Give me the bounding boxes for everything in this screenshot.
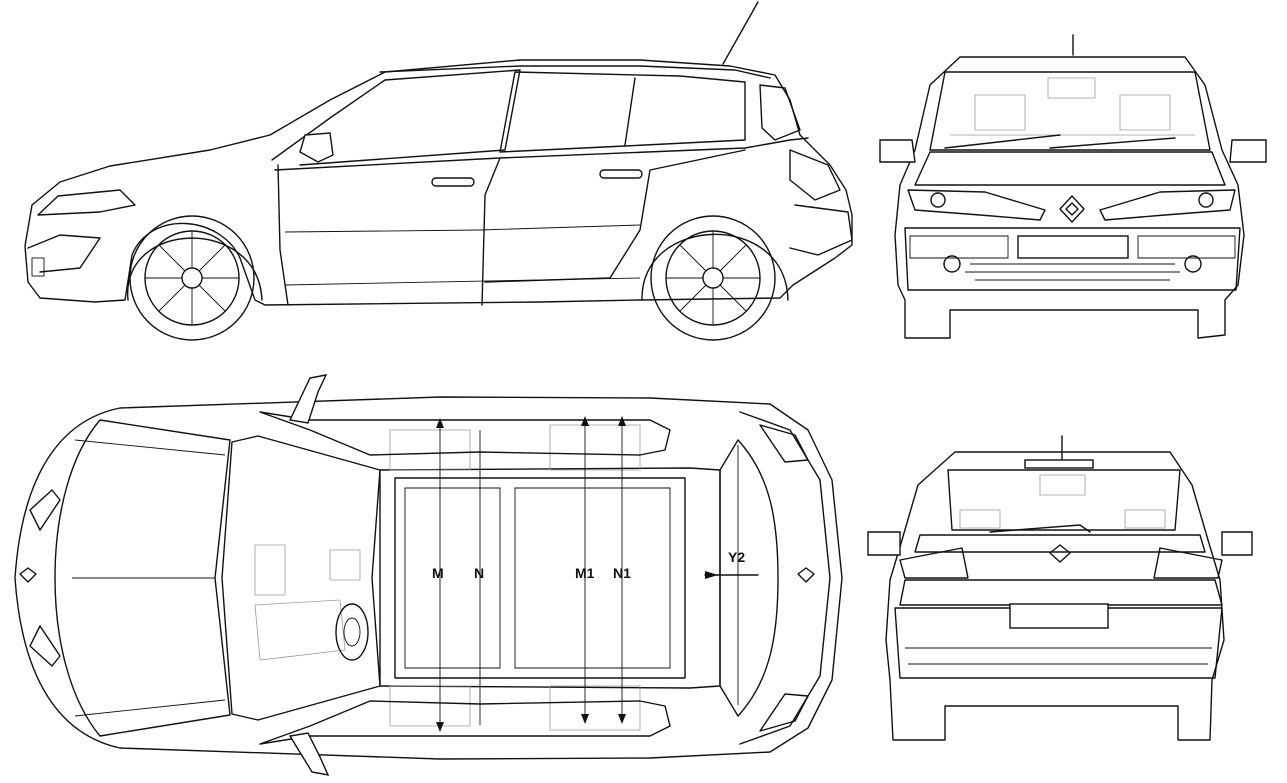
top-rear-vent-lower [759, 693, 809, 732]
front-bumper [904, 227, 1241, 291]
side-quarter-window [759, 84, 801, 141]
top-rear-window [719, 439, 779, 717]
top-upper-mirror [288, 374, 328, 424]
front-license-plate [1017, 235, 1129, 259]
side-mirror [299, 132, 334, 163]
side-front-handle [431, 177, 475, 187]
front-grille-right [1137, 235, 1236, 259]
top-dimension-lines [436, 416, 759, 732]
top-rear-vent-upper [759, 424, 809, 463]
rear-right-tail-light [1153, 547, 1223, 579]
front-body-outline [894, 56, 1245, 339]
front-seats [950, 77, 1195, 136]
top-body-outline [14, 396, 843, 760]
side-rear-handle [599, 169, 643, 179]
rear-window [947, 469, 1181, 531]
rear-wiper [989, 524, 1091, 533]
side-headlight [37, 189, 136, 216]
dim-label-m1: M1 [575, 565, 595, 581]
rear-spoiler-line [914, 534, 1206, 553]
side-rear-arch [641, 233, 789, 301]
top-hood-lines [72, 439, 226, 717]
side-roof-line [379, 65, 771, 79]
front-left-headlight [907, 189, 1046, 221]
dim-label-y2: Y2 [728, 549, 745, 565]
rear-headrests [959, 474, 1166, 529]
front-wipers [944, 134, 1176, 149]
front-windshield [929, 71, 1211, 151]
top-steering-wheel [335, 603, 369, 661]
side-fog-vent [31, 257, 45, 277]
front-right-mirror [1229, 139, 1267, 163]
top-lower-door [259, 700, 671, 745]
top-roof [379, 467, 721, 689]
top-sunroof-inner [404, 487, 671, 669]
top-hood [54, 419, 231, 737]
top-view: M N M1 N1 Y2 [14, 374, 843, 776]
side-front-wheel [129, 215, 255, 341]
rear-left-mirror [867, 531, 901, 556]
top-sunroof [394, 477, 686, 679]
front-left-fog [943, 255, 961, 273]
rear-license-plate [1009, 603, 1109, 629]
side-antenna [722, 1, 759, 65]
side-door-split [481, 157, 501, 306]
rear-view [867, 435, 1253, 741]
side-front-door [277, 164, 289, 306]
top-upper-door [259, 411, 671, 456]
top-interior-seats [254, 424, 641, 731]
front-logo-icon [1059, 195, 1085, 223]
side-tail-light [789, 149, 841, 201]
rear-tailgate-line [899, 579, 1223, 606]
side-belt-line [274, 137, 809, 171]
side-rear-window [499, 71, 746, 153]
dim-label-m: M [432, 565, 444, 581]
top-lower-mirror [288, 732, 330, 776]
front-left-mirror [879, 139, 916, 163]
front-grille-left [909, 235, 1009, 259]
front-hood-line [914, 151, 1226, 186]
dim-label-n: N [474, 565, 484, 581]
rear-bumper [894, 607, 1223, 679]
top-rear-hatch [739, 411, 831, 745]
front-right-fog [1184, 255, 1202, 273]
rear-left-tail-light [899, 547, 969, 579]
top-rear-logo-icon [797, 567, 815, 583]
front-right-lamp [1198, 192, 1214, 208]
rear-bumper-lines [905, 647, 1212, 665]
rear-right-mirror [1221, 531, 1253, 556]
rear-logo-icon [1049, 544, 1071, 563]
side-windshield [271, 69, 521, 166]
top-headlight-lower [29, 625, 61, 667]
front-right-headlight [1099, 189, 1236, 221]
top-front-logo-icon [19, 567, 37, 583]
front-view [879, 34, 1267, 339]
dim-label-n1: N1 [613, 565, 631, 581]
top-headlight-upper [29, 489, 61, 531]
front-lower-intake [965, 263, 1180, 281]
top-windshield [221, 435, 381, 721]
side-rear-wheel [650, 215, 776, 341]
side-body-crease [284, 224, 641, 233]
side-rear-bumper [789, 204, 853, 256]
side-sill [284, 277, 641, 286]
side-c-pillar [624, 77, 636, 146]
rear-brake-light [1024, 459, 1094, 469]
rear-body-outline [885, 451, 1225, 741]
front-left-lamp [930, 192, 946, 208]
side-front-bumper [27, 234, 101, 273]
side-view [24, 1, 853, 341]
